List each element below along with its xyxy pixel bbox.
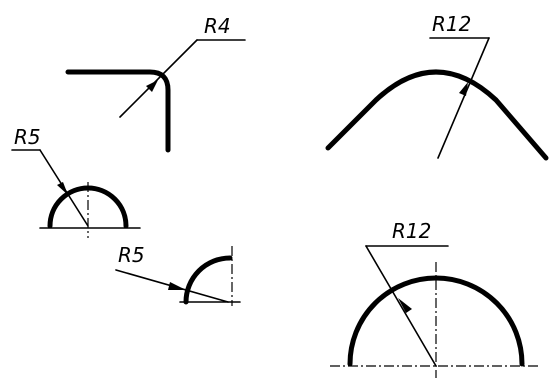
- corner-fillet-figure: R4: [65, 14, 246, 153]
- large-arc-radius-label: R12: [432, 12, 471, 36]
- small-semicircle-figure: R5: [11, 125, 141, 238]
- large-semicircle-leader: [365, 245, 437, 367]
- corner-fillet-outline: [65, 69, 171, 153]
- small-semicircle-arrowhead: [57, 182, 68, 195]
- corner-fillet-leader: [119, 39, 198, 118]
- corner-fillet-arrowhead: [146, 80, 158, 92]
- quarter-arc-figure: R5: [115, 243, 241, 306]
- corner-fillet-radius-label: R4: [204, 14, 231, 38]
- quarter-arc-radius-label: R5: [118, 243, 145, 267]
- large-semicircle-figure: R12: [330, 219, 540, 378]
- large-semicircle-radius-label: R12: [392, 219, 431, 243]
- quarter-arc-arrowhead: [168, 282, 186, 290]
- large-semicircle-outline: [347, 275, 525, 367]
- large-arc-figure: R12: [325, 12, 549, 161]
- quarter-arc-outline: [183, 255, 233, 305]
- small-semicircle-radius-label: R5: [14, 125, 41, 149]
- large-arc-outline: [325, 69, 549, 161]
- large-arc-leader: [437, 37, 490, 159]
- large-arc-arrowhead: [459, 82, 468, 96]
- large-semicircle-arrowhead: [398, 298, 412, 313]
